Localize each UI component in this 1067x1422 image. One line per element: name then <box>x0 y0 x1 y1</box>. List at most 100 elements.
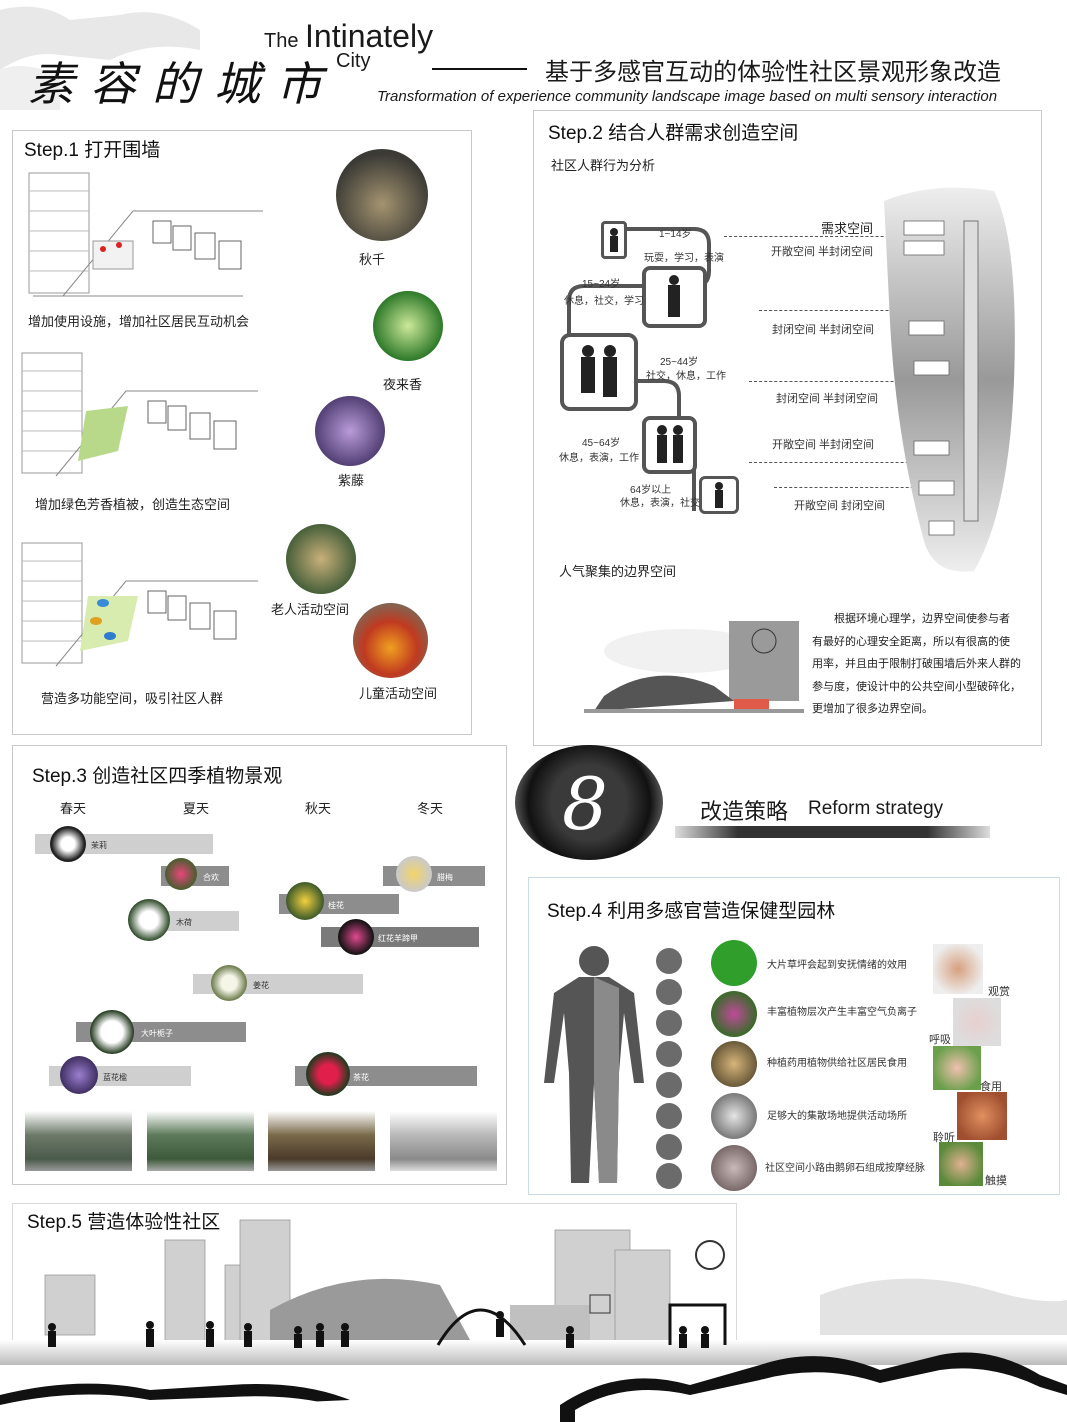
label-albizia: 合欢 <box>203 873 219 882</box>
strategy-label-cn: 改造策略 <box>700 799 789 824</box>
gardenia-icon <box>90 1010 134 1054</box>
age-box-2 <box>642 266 707 328</box>
dash-1 <box>724 236 924 237</box>
label-children-space: 儿童活动空间 <box>359 686 438 701</box>
plaza-photo <box>711 1093 757 1139</box>
bauhinia-icon <box>338 919 374 955</box>
step2-subtitle: 社区人群行为分析 <box>551 158 656 173</box>
lungs-icon <box>656 1010 682 1036</box>
demand-label-1: 开敞空间 半封闭空间 <box>771 246 874 258</box>
step2-title: Step.2 结合人群需求创造空间 <box>548 123 799 144</box>
sense-photo-view <box>933 944 983 994</box>
label-gardenia: 大叶栀子 <box>141 1029 173 1038</box>
label-osmanthus: 桂花 <box>328 901 344 910</box>
step1-caption-2: 增加绿色芳香植被，创造生态空间 <box>35 497 231 512</box>
age-label-3: 25~44岁 <box>660 357 699 368</box>
camellia-icon <box>306 1052 350 1096</box>
age-box-5 <box>699 476 739 514</box>
label-elderly-space: 老人活动空间 <box>271 602 350 617</box>
age-box-1 <box>601 221 627 259</box>
albizia-icon <box>165 858 197 890</box>
subtitle-cn: 基于多感官互动的体验性社区景观形象改造 <box>545 59 1001 86</box>
jasmine-icon <box>50 826 86 862</box>
strategy-brush-underline <box>675 826 990 838</box>
dash-5 <box>774 487 934 488</box>
plant-label-night-jasmine: 夜来香 <box>383 377 423 392</box>
strategy-section: 8 改造策略 Reform strategy <box>510 740 1067 860</box>
step3-title: Step.3 创造社区四季植物景观 <box>32 766 283 787</box>
season-autumn: 秋天 <box>305 801 332 816</box>
row-text-1: 大片草坪会起到安抚情绪的效用 <box>767 960 907 971</box>
title-calligraphy: 素容的城市 <box>28 57 338 111</box>
dash-3 <box>749 381 939 382</box>
site-plan-image <box>884 187 1015 572</box>
activity-label-5: 休息，表演，社交 <box>620 498 700 509</box>
kidney-icon <box>656 1072 682 1098</box>
jacaranda-icon <box>60 1056 98 1094</box>
sense-photo-listen <box>957 1092 1007 1140</box>
border-text-line-1: 根据环境心理学，边界空间使参与者 <box>834 613 1010 625</box>
brain-icon <box>656 948 682 974</box>
elderly-space-photo <box>286 524 356 594</box>
age-label-1: 1~14岁 <box>659 229 692 240</box>
step2-panel: Step.2 结合人群需求创造空间 社区人群行为分析 1~14岁 玩耍，学习，表… <box>533 110 1042 746</box>
sense-label-eat: 食用 <box>980 1081 1002 1093</box>
street-sketch-3 <box>21 542 258 667</box>
title-en-intimately: Intinately <box>305 18 434 54</box>
human-body-figure <box>544 946 644 1183</box>
foot-icon <box>656 1163 682 1189</box>
plant-label-wisteria: 紫藤 <box>338 473 365 488</box>
label-schima: 木荷 <box>176 918 192 927</box>
stomach-icon <box>656 1041 682 1067</box>
step4-title: Step.4 利用多感官营造保健型园林 <box>547 901 836 922</box>
row-text-3: 种植药用植物供给社区居民食用 <box>767 1058 907 1069</box>
children-space-photo <box>353 603 428 678</box>
strategy-number: 8 <box>562 762 608 846</box>
label-jacaranda: 蓝花楹 <box>103 1073 127 1082</box>
sense-photo-breathe <box>953 998 1001 1046</box>
step4-panel: Step.4 利用多感官营造保健型园林 大片草坪会起到安抚情绪的效用 丰富植物层… <box>528 877 1060 1195</box>
border-text-line-5: 更增加了很多边界空间。 <box>812 703 933 715</box>
sense-label-touch: 触摸 <box>985 1175 1007 1187</box>
roof-decoration-left <box>0 6 200 110</box>
step1-caption-3: 营造多功能空间，吸引社区人群 <box>41 691 224 706</box>
label-ginger-lily: 姜花 <box>253 981 269 990</box>
step5-title: Step.5 营造体验性社区 <box>27 1212 221 1233</box>
step1-title: Step.1 打开围墙 <box>24 140 161 161</box>
step1-panel: Step.1 打开围墙 增加使用设施，增加社区居民互动机会 增加绿色芳香植被，创… <box>12 130 472 735</box>
border-space-text: 根据环境心理学，边界空间使参与者 有最好的心理安全距离，所以有很高的使 用率，并… <box>812 608 1037 721</box>
activity-label-2: 休息，社交，学习 <box>564 296 644 307</box>
row-text-5: 社区空间小路由鹅卵石组成按摩经脉 <box>765 1163 925 1174</box>
label-camellia: 茶花 <box>353 1073 369 1082</box>
bone-icon <box>656 1134 682 1160</box>
plant-label-swing: 秋千 <box>359 252 386 267</box>
wisteria-photo <box>315 396 385 466</box>
strategy-label-en: Reform strategy <box>808 798 944 819</box>
swing-photo <box>336 149 428 241</box>
season-spring: 春天 <box>60 801 87 816</box>
demand-label-2: 封闭空间 半封闭空间 <box>772 324 875 336</box>
label-bauhinia: 红花羊蹄甲 <box>378 934 418 943</box>
demand-label-3: 封闭空间 半封闭空间 <box>776 393 879 405</box>
street-sketch-2 <box>21 352 258 477</box>
demand-header: 需求空间 <box>821 221 874 236</box>
dash-4 <box>749 462 939 463</box>
age-box-4 <box>642 416 697 474</box>
street-sketch-1 <box>28 172 263 297</box>
demand-label-5: 开敞空间 封闭空间 <box>794 500 886 512</box>
sense-label-view: 观赏 <box>988 986 1010 998</box>
osmanthus-icon <box>286 882 324 920</box>
ink-circle-badge <box>515 745 663 860</box>
border-space-title: 人气聚集的边界空间 <box>559 564 677 579</box>
subtitle-en: Transformation of experience community l… <box>377 88 998 105</box>
title-en-the: The <box>264 30 299 52</box>
season-photo-winter <box>390 1111 497 1171</box>
age-label-4: 45~64岁 <box>582 438 621 449</box>
season-winter: 冬天 <box>417 801 444 816</box>
community-skyline-illustration <box>0 1219 1067 1422</box>
step3-panel: Step.3 创造社区四季植物景观 春天 夏天 秋天 冬天 茉莉 合欢 木荷 桂… <box>12 745 507 1185</box>
herbs-photo <box>711 1041 757 1087</box>
ginger-lily-icon <box>211 965 247 1001</box>
sense-label-breathe: 呼吸 <box>929 1034 951 1046</box>
season-photo-autumn <box>268 1111 375 1171</box>
